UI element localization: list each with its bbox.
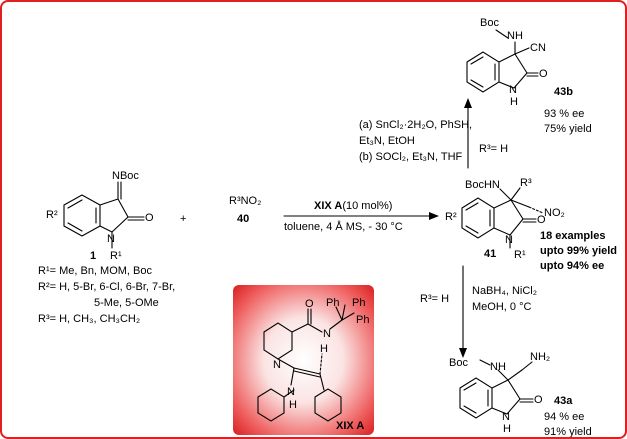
reactant1-definition-r2-cont: 5-Me, 5-OMe [94,297,159,309]
catalyst-amide-n-label: N [323,328,331,340]
product41-r2-label: R² [445,211,457,223]
main-reaction-conditions: toluene, 4 Å MS, - 30 °C [284,221,403,233]
product43b-h-label: H [510,96,518,108]
reactant2-formula: R³NO₂ [229,195,262,207]
product41-r3-label: R³ [520,177,532,189]
reactant1-r2-label: R² [46,209,58,221]
reactant1-definition-r2: R²= H, 5-Br, 6-Cl, 6-Br, 7-Br, [38,281,176,293]
product43b-yield: 75% yield [544,123,592,135]
catalyst-amide-h-label: H [320,343,328,355]
product43b-structure [466,29,539,93]
product43b-compound-number: 43b [554,86,573,98]
reactant1-definition-r3: R³= H, CH₃, CH₃CH₂ [38,313,141,325]
product43a-nh2-label: NH₂ [530,351,551,363]
reactant1-nboc-label: NBoc [112,170,139,182]
product41-r1-label: R¹ [514,249,526,261]
product43b-ee: 93 % ee [544,108,585,120]
product43a-boc-label: Boc [449,357,468,369]
product41-ee: upto 94% ee [540,260,605,272]
plus-sign: + [180,213,187,225]
product41-compound-number: 41 [484,248,497,260]
reactant1-compound-number: 1 [90,250,97,262]
product43a-h-label: H [503,423,511,435]
product43a-n-label: N [502,411,510,423]
product41-nh-label: BocHN [465,179,500,191]
product43a-compound-number: 43a [554,395,573,407]
reactant1-r1-label: R¹ [110,250,122,262]
main-reaction-loading: (10 mol%) [342,200,393,212]
upper-reaction-line-a1: (a) SnCl₂·2H₂O, PhSH, [359,119,473,131]
catalyst-structure [257,304,355,422]
product43a-yield: 91% yield [544,426,592,438]
product43a-structure [459,359,534,419]
catalyst-oxo-label: O [305,298,314,310]
lower-reaction-conditions: MeOH, 0 °C [472,301,532,313]
catalyst-ph-label-2: Ph [352,297,366,309]
product41-oxo-label: O [537,214,546,226]
product43a-oxo-label: O [534,394,543,406]
upper-reaction-line-a2: Et₃N, EtOH [359,135,415,147]
reactant1-definition-r1: R¹= Me, Bn, MOM, Boc [38,265,152,277]
product41-structure [461,187,544,249]
product43a-nh-label: NH [490,361,506,373]
product43b-nh-label: NH [507,30,523,42]
product41-examples: 18 examples [540,230,606,242]
upper-reaction-condition: R³= H [479,143,509,155]
catalyst-ph-label-1: Ph [326,297,340,309]
main-reaction-catalyst: XIX A [314,200,343,212]
product43b-n-label: N [509,84,517,96]
catalyst-highlight-box [233,285,374,435]
lower-reaction-condition: R³= H [420,293,450,305]
product43b-boc-label: Boc [480,17,499,29]
catalyst-ph-label-3: Ph [356,314,370,326]
catalyst-amine-n-label: N [287,386,295,398]
reactant1-n-label: N [107,233,115,245]
product43b-cn-label: CN [530,42,546,54]
product43b-oxo-label: O [539,68,548,80]
product43a-ee: 94 % ee [544,411,585,423]
catalyst-ring-n-label: N [273,359,281,371]
main-reaction-catalyst-line: XIX A(10 mol%) [314,200,392,213]
product41-yield: upto 99% yield [540,245,618,257]
lower-reaction-reagents: NaBH₄, NiCl₂ [472,285,537,297]
product41-n-label: N [505,234,513,246]
reactant2-compound-number: 40 [237,213,250,225]
product41-no2-label: NO₂ [544,207,565,219]
upper-reaction-line-b: (b) SOCl₂, Et₃N, THF [359,151,463,163]
catalyst-amine-h-label: H [289,399,297,411]
catalyst-name-label: XIX A [336,420,365,432]
reactant1-structure [63,181,145,249]
reactant1-oxo-label: O [145,212,154,224]
